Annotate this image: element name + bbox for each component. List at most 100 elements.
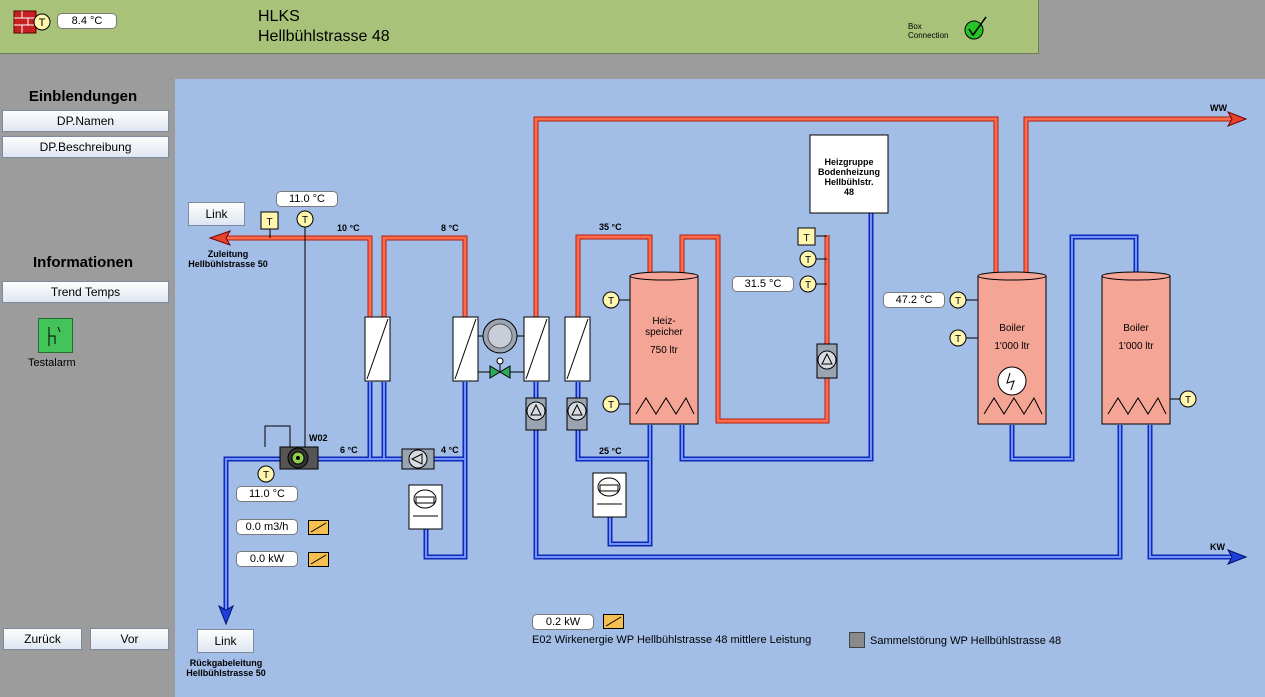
heizgruppe-label: Heizgruppe Bodenheizung Hellbühlstr. 48 xyxy=(810,157,888,197)
boiler1-label: Boiler 1'000 ltr xyxy=(978,323,1046,353)
expansion-valve-icon xyxy=(478,357,524,379)
heizgruppe-line4: 48 xyxy=(843,187,854,197)
compressor-icon xyxy=(478,318,524,354)
heizspeicher-line2: speicher xyxy=(645,327,683,338)
boiler-temp-value: 47.2 °C xyxy=(883,292,945,308)
svg-text:T: T xyxy=(803,233,809,244)
svg-text:T: T xyxy=(1185,395,1191,406)
power-value: 0.0 kW xyxy=(236,551,298,567)
ww-arrow-right-icon xyxy=(1226,111,1248,127)
temp-label-35c: 35 °C xyxy=(599,222,622,232)
dp-beschreibung-button[interactable]: DP.Beschreibung xyxy=(2,136,169,158)
trend-icon[interactable] xyxy=(308,552,330,568)
pump-icon xyxy=(816,343,838,379)
temperature-sensor-icon: T xyxy=(799,250,817,268)
svg-text:T: T xyxy=(39,17,46,29)
temperature-sensor-icon: T xyxy=(296,210,314,228)
heat-exchanger-icon xyxy=(564,316,591,382)
temperature-sensor-icon: T xyxy=(1179,390,1197,408)
testalarm-label: Testalarm xyxy=(28,357,76,369)
w02-label: W02 xyxy=(309,433,328,443)
temperature-sensor-icon: T xyxy=(602,395,620,413)
link-rueckgabe-button[interactable]: Link xyxy=(197,629,254,653)
page-title: HLKS xyxy=(258,8,300,25)
temp-label-10c: 10 °C xyxy=(337,223,360,233)
box-connection-line2: Connection xyxy=(908,31,949,40)
box-connection-line1: Box xyxy=(908,22,922,31)
page-subtitle: Hellbühlstrasse 48 xyxy=(258,28,390,45)
building-icon: T xyxy=(13,10,51,34)
boiler2-title: Boiler xyxy=(1123,323,1149,334)
boiler-tank-icon xyxy=(1101,271,1171,425)
rueckgabe-line1: Rückgabeleitung xyxy=(189,658,263,668)
connection-ok-icon xyxy=(964,16,987,40)
heizgruppe-temp-value: 31.5 °C xyxy=(732,276,794,292)
trend-icon[interactable] xyxy=(308,520,330,536)
dp-namen-button[interactable]: DP.Namen xyxy=(2,110,169,132)
trend-temps-button[interactable]: Trend Temps xyxy=(2,281,169,303)
sammelstoerung-indicator[interactable] xyxy=(849,632,865,648)
heizspeicher-label: Heiz- speicher 750 ltr xyxy=(630,316,698,356)
outdoor-unit-icon xyxy=(408,484,443,530)
boiler2-volume: 1'000 ltr xyxy=(1118,341,1154,352)
temperature-sensor-icon: T xyxy=(949,329,967,347)
heizspeicher-line1: Heiz- xyxy=(652,316,676,327)
heizgruppe-line2: Bodenheizung xyxy=(818,167,880,177)
ww-label: WW xyxy=(1210,103,1227,113)
svg-text:T: T xyxy=(805,280,811,291)
vor-button[interactable]: Vor xyxy=(90,628,169,650)
testalarm-icon[interactable] xyxy=(38,318,74,354)
kw-arrow-right-icon xyxy=(1226,549,1248,565)
heizspeicher-tank-icon xyxy=(629,271,699,425)
rueckgabe-label: Rückgabeleitung Hellbühlstrasse 50 xyxy=(176,658,276,678)
svg-text:T: T xyxy=(608,296,614,307)
link-zuleitung-button[interactable]: Link xyxy=(188,202,245,226)
svg-text:T: T xyxy=(608,400,614,411)
cold-pipes xyxy=(223,213,1235,610)
svg-text:T: T xyxy=(302,215,308,226)
svg-text:T: T xyxy=(266,217,272,228)
heat-exchanger-icon xyxy=(364,316,391,382)
svg-text:T: T xyxy=(805,255,811,266)
heat-exchanger-icon xyxy=(452,316,479,382)
temperature-sensor-icon: T xyxy=(799,275,817,293)
return-arrow-down-icon xyxy=(218,604,234,626)
zurueck-button[interactable]: Zurück xyxy=(3,628,82,650)
temperature-sensor-icon: T xyxy=(949,291,967,309)
heizspeicher-volume: 750 ltr xyxy=(650,345,678,356)
pump-icon xyxy=(401,448,435,470)
boiler-tank-icon xyxy=(977,271,1047,425)
rueckgabe-line2: Hellbühlstrasse 50 xyxy=(186,668,266,678)
svg-text:T: T xyxy=(955,296,961,307)
temp-label-4c: 4 °C xyxy=(441,445,459,455)
thermostat-icon: T xyxy=(260,211,279,230)
outside-temp-value: 8.4 °C xyxy=(57,13,117,29)
temp-label-25c: 25 °C xyxy=(599,446,622,456)
kw-label: KW xyxy=(1210,542,1225,552)
temp-label-8c: 8 °C xyxy=(441,223,459,233)
einblendungen-heading: Einblendungen xyxy=(28,88,138,105)
trend-icon[interactable] xyxy=(603,614,625,630)
energy-label: E02 Wirkenergie WP Hellbühlstrasse 48 mi… xyxy=(532,634,812,646)
boiler2-label: Boiler 1'000 ltr xyxy=(1102,323,1170,353)
informationen-heading: Informationen xyxy=(33,254,133,271)
supply-arrow-left-icon xyxy=(208,230,232,246)
outdoor-unit-icon xyxy=(592,472,627,518)
temp-label-6c: 6 °C xyxy=(340,445,358,455)
sammelstoerung-label: Sammelstörung WP Hellbühlstrasse 48 xyxy=(870,635,1062,647)
return-temp-value: 11.0 °C xyxy=(236,486,298,502)
zuleitung-line2: Hellbühlstrasse 50 xyxy=(188,259,268,269)
heizgruppe-line3: Hellbühlstr. xyxy=(824,177,874,187)
temperature-sensor-icon: T xyxy=(257,465,275,483)
flow-value: 0.0 m3/h xyxy=(236,519,298,535)
heat-exchanger-icon xyxy=(523,316,550,382)
header-bar: T 8.4 °C HLKS Hellbühlstrasse 48 Box Con… xyxy=(0,0,1039,54)
boiler1-title: Boiler xyxy=(999,323,1025,334)
supply-temp-value: 11.0 °C xyxy=(276,191,338,207)
pump-icon xyxy=(566,397,588,431)
pump-icon xyxy=(525,397,547,431)
hot-pipes xyxy=(226,116,1235,424)
heizgruppe-box[interactable] xyxy=(809,134,889,214)
heizgruppe-line1: Heizgruppe xyxy=(824,157,874,167)
box-connection-label: Box Connection xyxy=(908,22,948,40)
